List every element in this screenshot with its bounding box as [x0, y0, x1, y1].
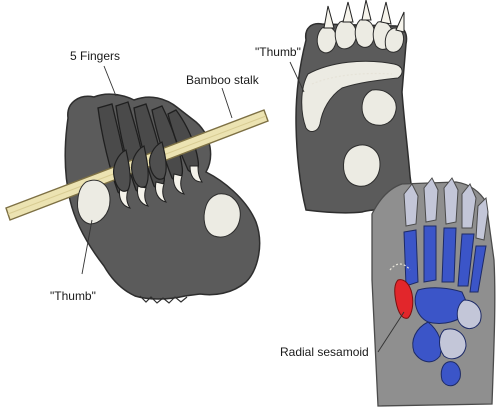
- leader-bamboo: [222, 88, 232, 118]
- label-radial-sesamoid: Radial sesamoid: [280, 345, 369, 359]
- label-bamboo-stalk: Bamboo stalk: [186, 73, 260, 87]
- label-5-fingers: 5 Fingers: [70, 49, 120, 63]
- palm-pad-right: [362, 90, 396, 125]
- label-thumb-top: "Thumb": [255, 45, 301, 59]
- wrist-pad: [204, 194, 240, 237]
- label-thumb-left: "Thumb": [50, 289, 96, 303]
- skeleton-view: [372, 178, 495, 406]
- palm-wrist-pad: [344, 145, 380, 186]
- grasping-paw: [6, 94, 268, 303]
- palm-view: [296, 0, 414, 213]
- leader-fingers: [104, 66, 116, 96]
